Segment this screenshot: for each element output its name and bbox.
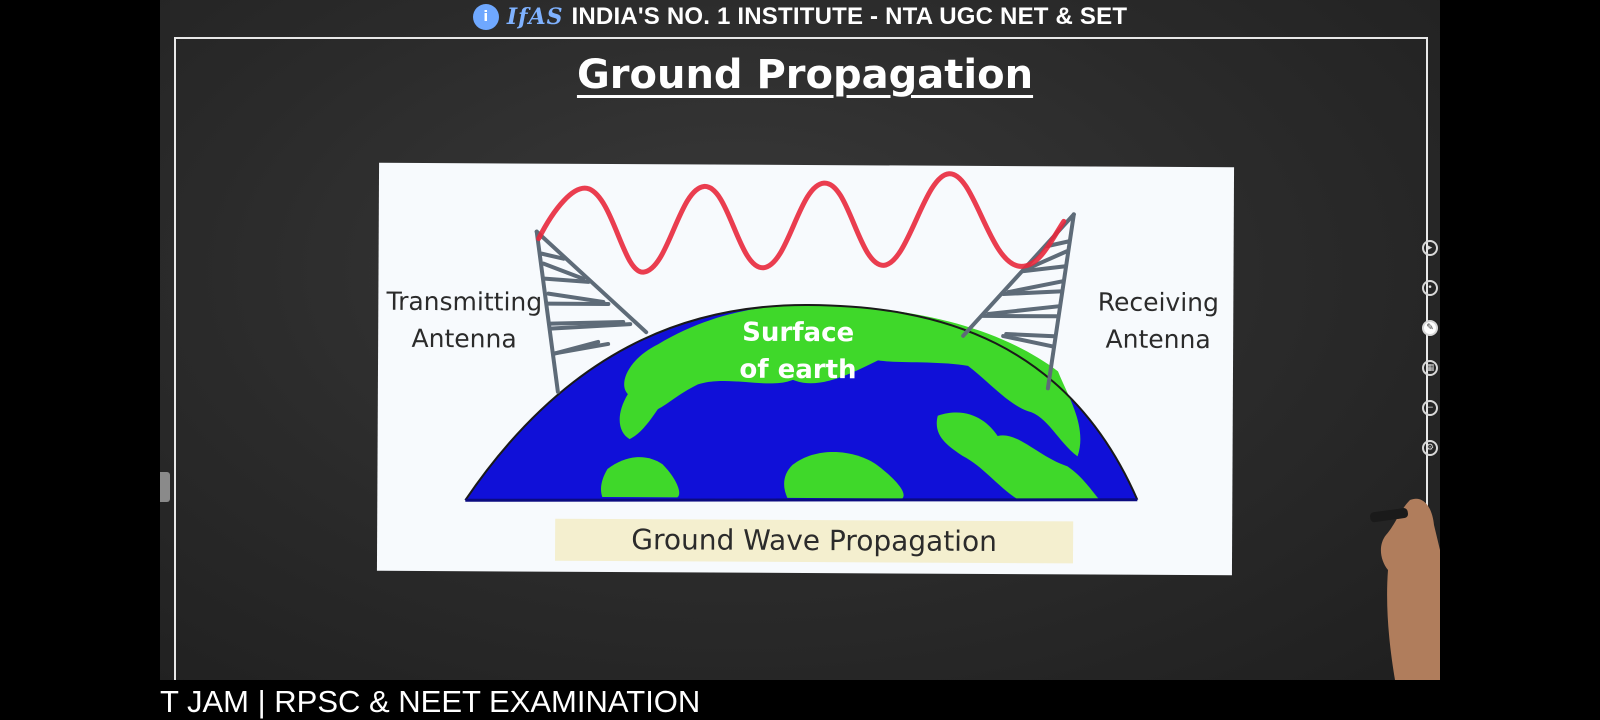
brand-tagline: INDIA'S NO. 1 INSTITUTE - NTA UGC NET & … bbox=[571, 3, 1128, 30]
brand-bar: i IfAS INDIA'S NO. 1 INSTITUTE - NTA UGC… bbox=[160, 0, 1440, 34]
subtitle-caption: T JAM | RPSC & NEET EXAMINATION bbox=[160, 684, 701, 719]
transmitting-tower bbox=[534, 229, 649, 394]
brand-logo-icon: i bbox=[472, 4, 499, 30]
slide-title: Ground Propagation bbox=[576, 52, 1034, 98]
earth-outline bbox=[464, 304, 1139, 501]
minus-icon[interactable]: − bbox=[1422, 400, 1438, 416]
grid-icon[interactable]: ▦ bbox=[1422, 360, 1438, 376]
receiving-antenna-label: Receiving Antenna bbox=[1083, 283, 1233, 358]
side-toolbar: ▸ • ✎ ▦ − ⚙ bbox=[1422, 240, 1440, 480]
earth-land-bottom-center bbox=[784, 452, 904, 499]
whiteboard-border bbox=[174, 37, 1428, 680]
transmitting-label-line2: Antenna bbox=[411, 323, 517, 354]
surface-label-line2: of earth bbox=[739, 354, 857, 386]
earth-land-top bbox=[619, 305, 1081, 457]
video-frame: i IfAS INDIA'S NO. 1 INSTITUTE - NTA UGC… bbox=[160, 0, 1440, 680]
presenter-hand bbox=[1370, 498, 1440, 680]
ground-wave-diagram: Transmitting Antenna Receiving Antenna S… bbox=[376, 162, 1235, 576]
diagram-caption: Ground Wave Propagation bbox=[631, 523, 997, 559]
surface-of-earth-label: Surface of earth bbox=[698, 314, 898, 389]
record-icon[interactable]: • bbox=[1422, 280, 1438, 296]
receiving-label-line2: Antenna bbox=[1105, 324, 1211, 355]
diagram-artwork bbox=[464, 171, 1139, 502]
left-panel-tab[interactable] bbox=[160, 472, 170, 502]
transmitting-antenna-label: Transmitting Antenna bbox=[380, 283, 548, 358]
play-icon[interactable]: ▸ bbox=[1422, 240, 1438, 256]
settings-icon[interactable]: ⚙ bbox=[1422, 440, 1438, 456]
transmitting-label-line1: Transmitting bbox=[386, 286, 543, 317]
receiving-label-line1: Receiving bbox=[1097, 287, 1220, 318]
earth-land-right bbox=[936, 412, 1100, 500]
brand-name: IfAS bbox=[506, 4, 564, 30]
radio-wave bbox=[536, 171, 1067, 275]
pen-icon[interactable]: ✎ bbox=[1422, 320, 1438, 336]
earth-land-bottom-left bbox=[601, 457, 680, 498]
surface-label-line1: Surface bbox=[742, 317, 855, 349]
ground-line bbox=[465, 498, 1138, 502]
